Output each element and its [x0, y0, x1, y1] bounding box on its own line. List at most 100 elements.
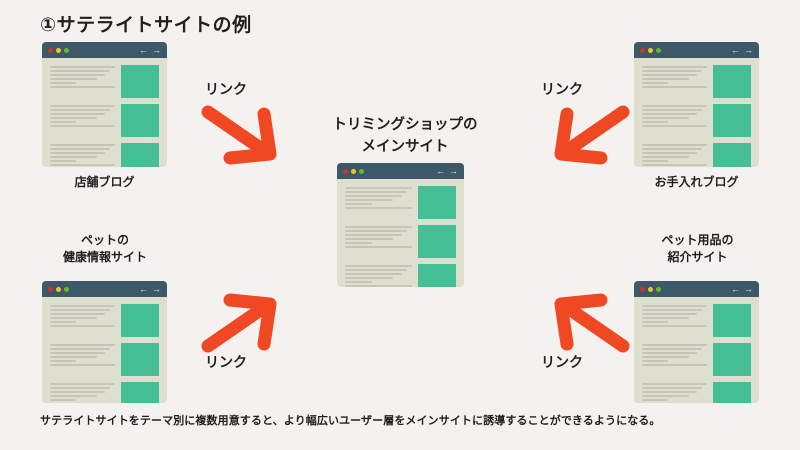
- article-thumbnail: [121, 382, 159, 403]
- text-line: [642, 356, 689, 358]
- article-thumbnail: [713, 143, 751, 167]
- arrow-left-icon[interactable]: ←: [731, 283, 740, 294]
- arrow-right-icon[interactable]: →: [744, 283, 753, 294]
- text-line: [345, 277, 394, 279]
- text-line: [50, 352, 106, 354]
- browser-titlebar: ← →: [634, 281, 759, 297]
- text-line: [50, 164, 115, 166]
- text-line: [50, 356, 97, 358]
- text-line: [345, 273, 402, 275]
- text-line: [642, 78, 689, 80]
- article-item: [642, 143, 751, 167]
- text-line: [642, 121, 668, 123]
- maximize-dot-icon: [656, 47, 661, 53]
- link-label-bottom-left: リンク: [205, 354, 247, 370]
- text-line: [642, 117, 689, 119]
- text-line: [642, 152, 698, 154]
- maximize-dot-icon: [64, 47, 69, 53]
- arrow-right-icon[interactable]: →: [449, 165, 458, 176]
- article-text-lines: [642, 343, 707, 366]
- text-line: [642, 113, 698, 115]
- text-line: [50, 305, 115, 307]
- text-line: [345, 187, 412, 189]
- article-thumbnail: [713, 65, 751, 98]
- arrow-left-icon[interactable]: ←: [139, 44, 148, 55]
- text-line: [642, 399, 668, 401]
- text-line: [50, 399, 76, 401]
- article-text-lines: [50, 304, 115, 327]
- text-line: [345, 242, 372, 244]
- text-line: [50, 86, 115, 88]
- arrow-right-icon[interactable]: →: [152, 283, 161, 294]
- article-item: [642, 382, 751, 403]
- text-line: [50, 348, 110, 350]
- minimize-dot-icon: [56, 47, 61, 53]
- site-label-store-blog: 店舗ブログ: [74, 175, 135, 189]
- maximize-dot-icon: [64, 286, 69, 292]
- minimize-dot-icon: [648, 286, 653, 292]
- traffic-lights: [48, 47, 69, 53]
- text-line: [642, 344, 707, 346]
- text-line: [50, 66, 115, 68]
- browser-content: [337, 179, 464, 287]
- browser-nav-arrows: ← →: [731, 283, 753, 294]
- arrow-left-icon[interactable]: ←: [731, 44, 740, 55]
- article-thumbnail: [418, 264, 456, 287]
- text-line: [642, 74, 698, 76]
- browser-titlebar: ← →: [42, 42, 167, 58]
- text-line: [345, 281, 372, 283]
- article-text-lines: [345, 264, 412, 287]
- text-line: [642, 309, 702, 311]
- link-label-top-right: リンク: [541, 81, 583, 97]
- browser-content: [634, 297, 759, 403]
- browser-nav-arrows: ← →: [139, 283, 161, 294]
- text-line: [642, 313, 698, 315]
- close-dot-icon: [640, 47, 645, 53]
- article-thumbnail: [418, 186, 456, 219]
- article-thumbnail: [713, 382, 751, 403]
- text-line: [50, 317, 97, 319]
- text-line: [50, 395, 97, 397]
- text-line: [50, 152, 106, 154]
- close-dot-icon: [48, 47, 53, 53]
- close-dot-icon: [48, 286, 53, 292]
- arrow-right-icon[interactable]: →: [152, 44, 161, 55]
- browser-titlebar: ← →: [634, 42, 759, 58]
- article-item: [642, 343, 751, 376]
- close-dot-icon: [640, 286, 645, 292]
- text-line: [345, 238, 394, 240]
- text-line: [642, 105, 707, 107]
- arrow-left-icon[interactable]: ←: [436, 165, 445, 176]
- article-item: [345, 264, 456, 287]
- text-line: [345, 265, 412, 267]
- article-thumbnail: [121, 104, 159, 137]
- text-line: [642, 352, 698, 354]
- text-line: [50, 387, 110, 389]
- text-line: [642, 70, 702, 72]
- link-label-bottom-right: リンク: [541, 354, 583, 370]
- text-line: [642, 66, 707, 68]
- text-line: [642, 383, 707, 385]
- article-item: [345, 186, 456, 219]
- text-line: [345, 191, 407, 193]
- arrow-right-icon[interactable]: →: [744, 44, 753, 55]
- text-line: [642, 148, 702, 150]
- article-text-lines: [345, 186, 412, 209]
- article-thumbnail: [121, 65, 159, 98]
- link-label-top-left: リンク: [205, 81, 247, 97]
- text-line: [50, 321, 76, 323]
- article-text-lines: [642, 143, 707, 166]
- main-site-heading: トリミングショップの メインサイト: [332, 117, 478, 156]
- arrow-left-icon[interactable]: ←: [139, 283, 148, 294]
- text-line: [50, 148, 110, 150]
- close-dot-icon: [343, 168, 348, 174]
- article-text-lines: [345, 225, 412, 248]
- article-item: [642, 304, 751, 337]
- text-line: [345, 203, 372, 205]
- article-text-lines: [642, 382, 707, 403]
- text-line: [642, 387, 702, 389]
- article-text-lines: [50, 104, 115, 127]
- text-line: [642, 156, 689, 158]
- text-line: [50, 117, 97, 119]
- text-line: [642, 86, 707, 88]
